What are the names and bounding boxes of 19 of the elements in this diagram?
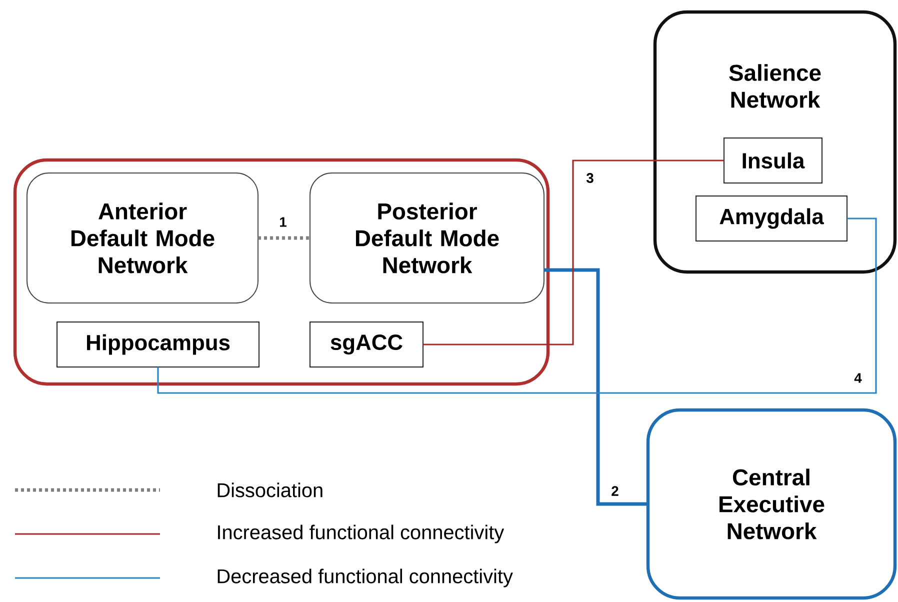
legend-text: Increased functional connectivity (218, 524, 504, 544)
network-box: Anterior Default Mode Network (26, 172, 258, 304)
edge-label: 4 (853, 372, 863, 384)
edge-label: 1 (278, 216, 288, 228)
network-group-box (13, 158, 550, 386)
region-box: Amygdala (696, 196, 848, 242)
connector-line (423, 160, 724, 346)
network-box: Posterior Default Mode Network (310, 172, 544, 304)
edge-label: 3 (585, 172, 595, 184)
legend-text: Dissociation (218, 482, 322, 498)
region-box: Hippocampus (56, 322, 260, 368)
connector-line (157, 218, 877, 394)
region-box: sgACC (310, 322, 424, 368)
edge-label: 2 (610, 485, 620, 497)
connector-line (258, 236, 310, 240)
legend-text: Decreased functional connectivity (218, 568, 513, 588)
region-box: Insula (724, 138, 822, 184)
network-box: Central Executive Network (646, 408, 897, 600)
connector-line (544, 268, 648, 506)
